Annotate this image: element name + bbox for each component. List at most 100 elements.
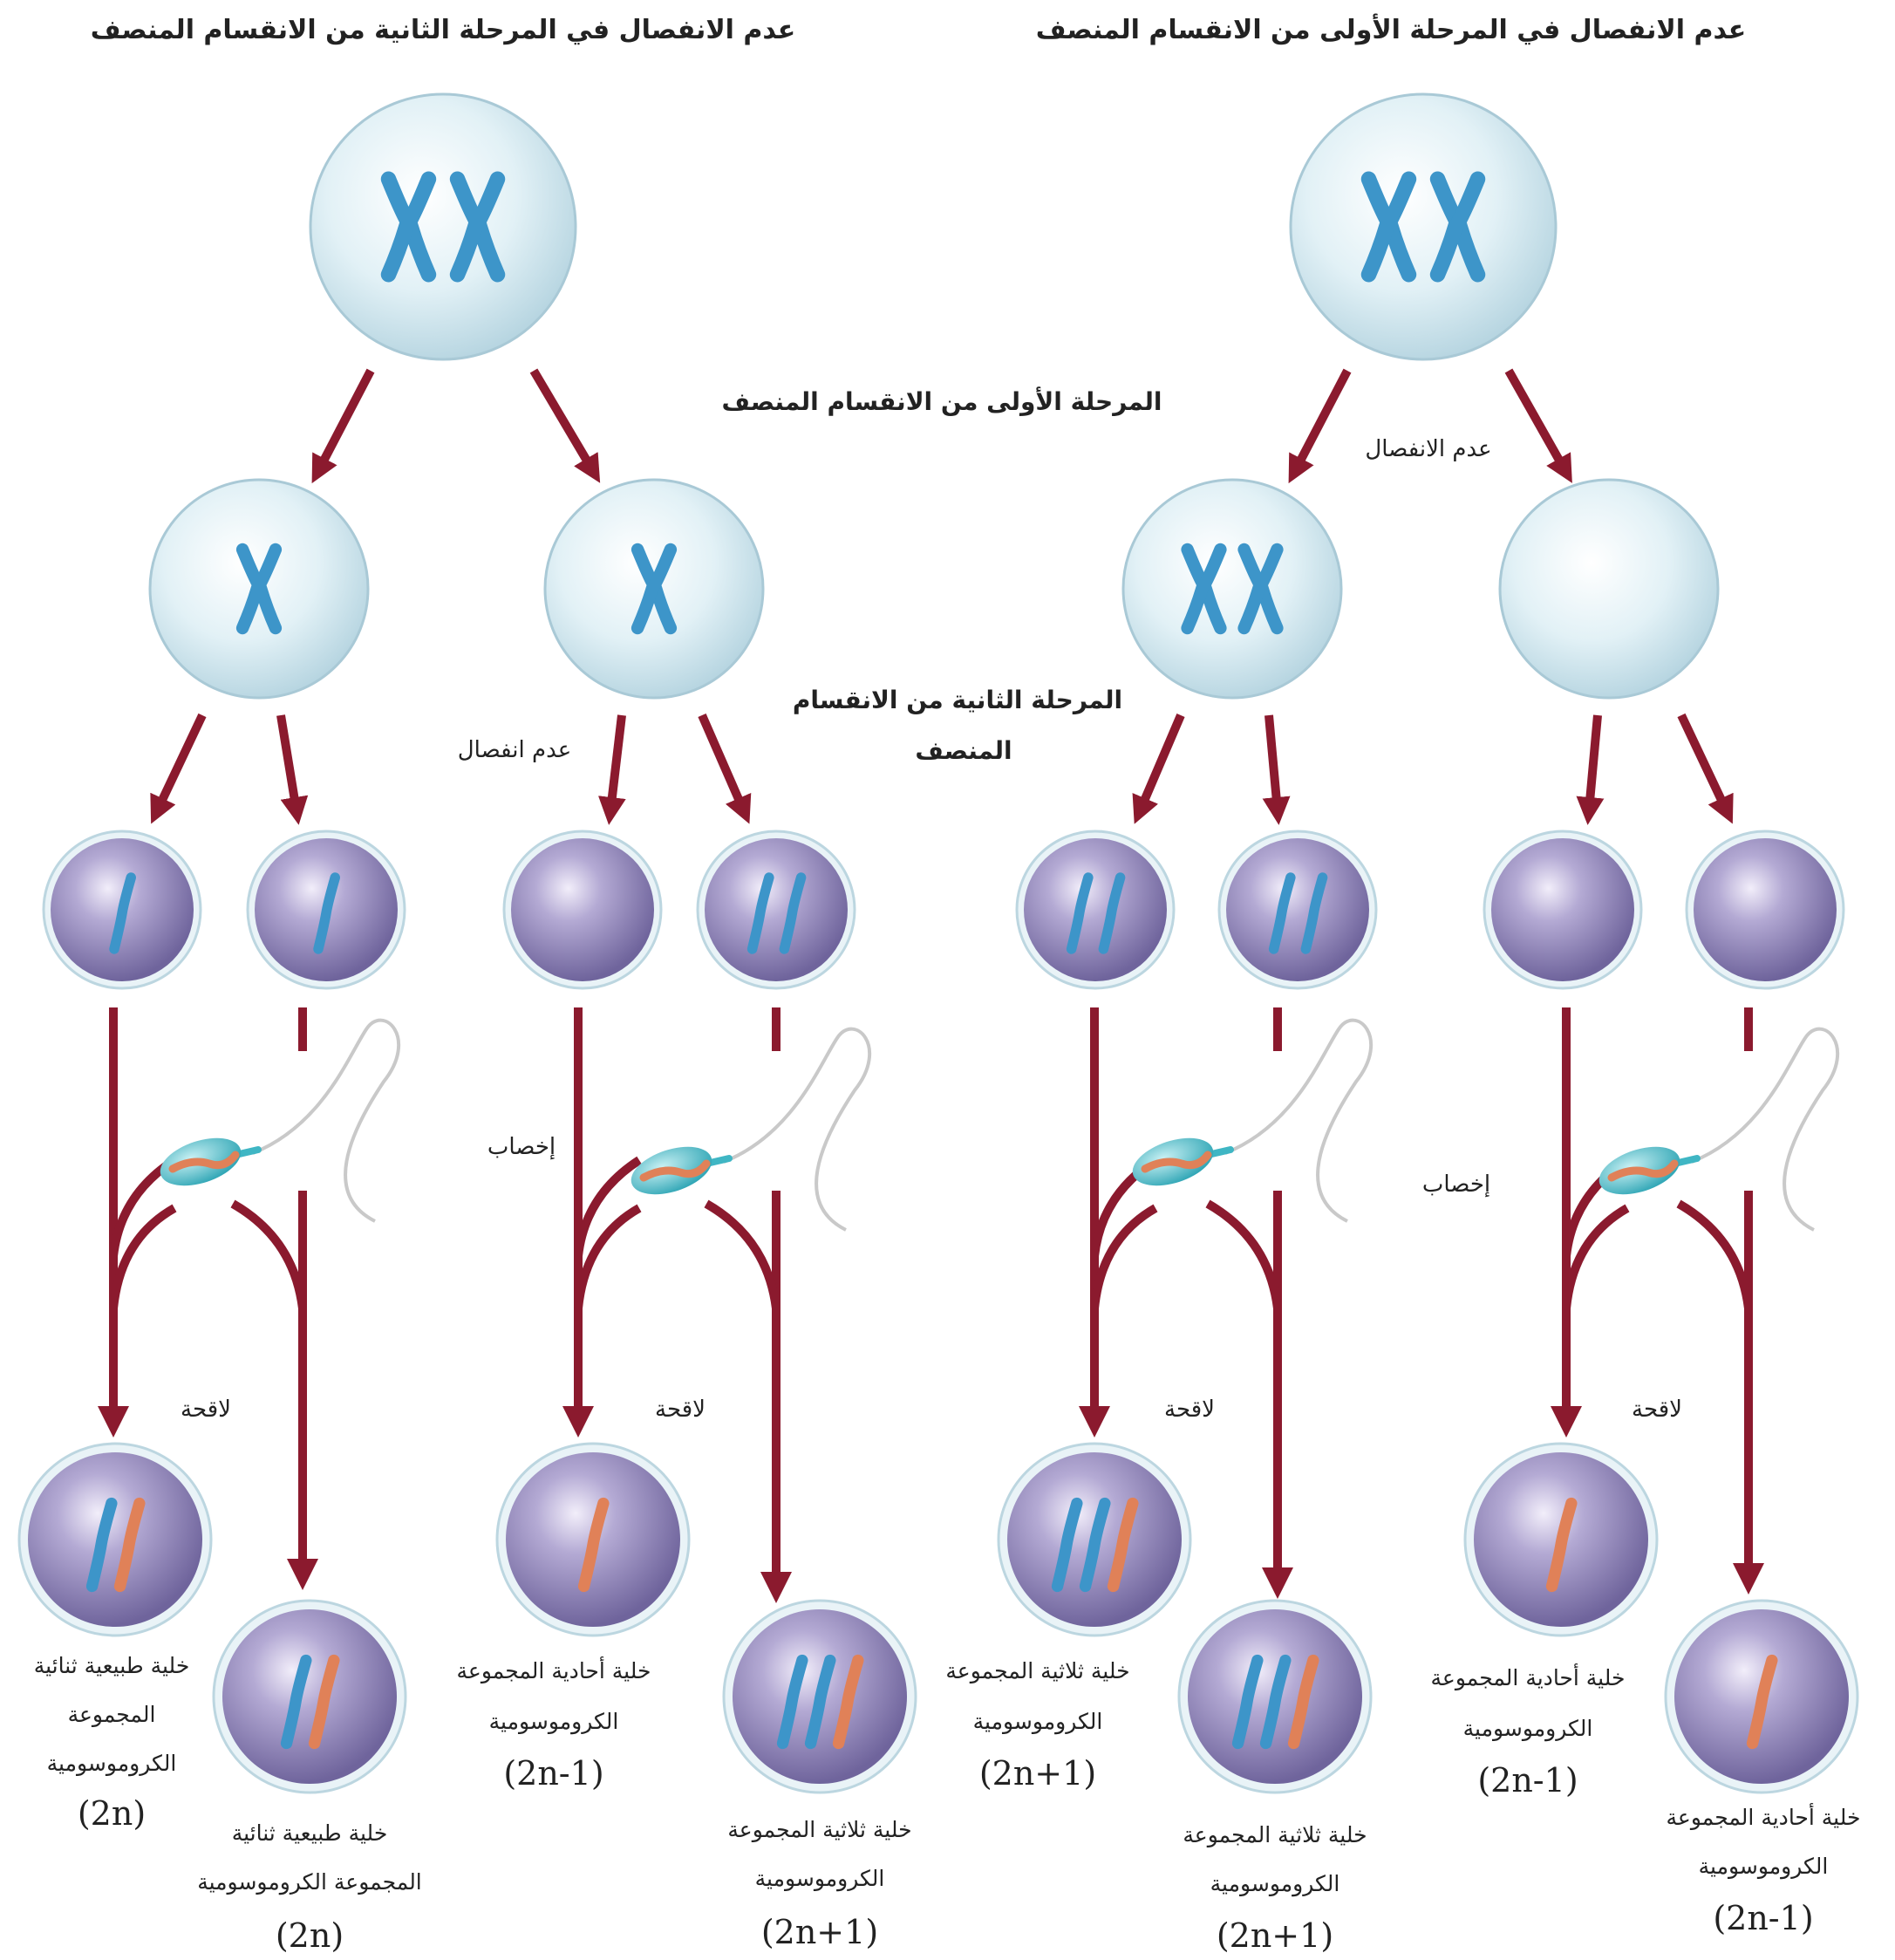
- sperm-1: [154, 1021, 399, 1221]
- zygote-6: [1179, 1601, 1371, 1793]
- parent-cell-left: [310, 94, 576, 359]
- arrow-m2-3a: [1140, 715, 1181, 811]
- sperm-path: [706, 1204, 776, 1308]
- result-7-formula: (2n-1): [1477, 1761, 1578, 1800]
- arrow-m2-1a: [157, 715, 202, 811]
- label-zygote-4: لاقحة: [1632, 1397, 1682, 1423]
- result-label-4: خلية ثلاثية المجموعة الكروموسومية (2n+1): [727, 1817, 911, 1951]
- result-8-line1: خلية أحادية المجموعة: [1667, 1802, 1861, 1830]
- gamete-4: [698, 831, 855, 988]
- zygote-3: [497, 1444, 689, 1636]
- parent-cell-right: [1291, 94, 1556, 359]
- zygote-cytoplasm: [222, 1609, 397, 1784]
- title-meiosis2-nondisjunction: عدم الانفصال في المرحلة الثانية من الانق…: [91, 15, 795, 45]
- cell-membrane: [1123, 480, 1341, 698]
- sperm-tail: [724, 1029, 869, 1230]
- result-5-line1: خلية ثلاثية المجموعة: [945, 1658, 1129, 1683]
- result-2-line1: خلية طبيعية ثنائية: [232, 1820, 388, 1846]
- cell-membrane: [1500, 480, 1718, 698]
- secondary-cell-2: [545, 480, 763, 698]
- gamete-7: [1484, 831, 1641, 988]
- arrow-m2-2b: [702, 715, 744, 811]
- gamete-3: [504, 831, 661, 988]
- result-1-line1: خلية طبيعية ثنائية: [34, 1653, 190, 1678]
- label-zygote-3: لاقحة: [1164, 1397, 1215, 1423]
- label-fertilization-right: إخصاب: [1422, 1171, 1490, 1198]
- gamete-cytoplasm: [1226, 838, 1369, 981]
- arrow-m1-right-b: [1509, 371, 1565, 471]
- zygote-2: [214, 1601, 406, 1793]
- secondary-cell-3: [1123, 480, 1341, 698]
- sperm-path: [578, 1160, 639, 1256]
- result-2-line2: المجموعة الكروموسومية: [197, 1869, 422, 1895]
- secondary-cell-4: [1500, 480, 1718, 698]
- result-label-1: خلية طبيعية ثنائية المجموعة الكروموسومية…: [34, 1653, 190, 1833]
- result-3-line2: الكروموسومية: [489, 1709, 619, 1735]
- result-label-3: خلية أحادية المجموعة الكروموسومية (2n-1): [457, 1656, 651, 1793]
- label-nondisjunction-meiosis2: عدم انفصال: [458, 737, 572, 763]
- arrow-m1-left-b: [534, 371, 593, 471]
- gamete-cytoplasm: [1694, 838, 1837, 981]
- arrow-m2-2a: [610, 715, 622, 811]
- label-nondisjunction-meiosis1: عدم الانفصال: [1365, 436, 1491, 462]
- label-meiosis2-phase-cont: المنصف: [915, 736, 1012, 765]
- label-fertilization-left: إخصاب: [487, 1134, 556, 1160]
- result-1-formula: (2n): [78, 1794, 146, 1833]
- sperm-path: [1208, 1204, 1278, 1308]
- gamete-6: [1219, 831, 1376, 988]
- sperm-tail: [1692, 1029, 1837, 1230]
- label-meiosis2-phase: المرحلة الثانية من الانقسام: [793, 686, 1122, 714]
- sperm-3: [1127, 1021, 1371, 1221]
- gamete-2: [248, 831, 405, 988]
- gamete-cytoplasm: [511, 838, 654, 981]
- result-6-line2: الكروموسومية: [1210, 1871, 1340, 1897]
- result-7-line1: خلية أحادية المجموعة: [1431, 1663, 1626, 1690]
- cell-membrane: [1291, 94, 1556, 359]
- label-meiosis1-phase: المرحلة الأولى من الانقسام المنصف: [722, 386, 1162, 416]
- arrow-m2-1b: [281, 715, 297, 811]
- result-8-formula: (2n-1): [1713, 1899, 1813, 1937]
- cell-membrane: [310, 94, 576, 359]
- result-4-formula: (2n+1): [761, 1913, 878, 1951]
- title-meiosis1-nondisjunction: عدم الانفصال في المرحلة الأولى من الانقس…: [1036, 13, 1747, 45]
- label-zygote-2: لاقحة: [655, 1397, 706, 1423]
- secondary-cell-1: [150, 480, 368, 698]
- result-6-formula: (2n+1): [1217, 1916, 1333, 1955]
- zygote-1: [19, 1444, 211, 1636]
- result-2-formula: (2n): [276, 1916, 344, 1955]
- result-4-line2: الكروموسومية: [755, 1866, 885, 1892]
- result-1-line3: الكروموسومية: [47, 1751, 177, 1777]
- arrow-m2-3b: [1269, 715, 1278, 811]
- result-3-formula: (2n-1): [503, 1754, 603, 1793]
- gamete-cytoplasm: [705, 838, 848, 981]
- zygote-8: [1666, 1601, 1858, 1793]
- sperm-tail: [1225, 1021, 1371, 1221]
- sperm-path: [1679, 1204, 1748, 1308]
- gamete-cytoplasm: [1024, 838, 1167, 981]
- zygote-cytoplasm: [28, 1452, 202, 1627]
- result-label-7: خلية أحادية المجموعة الكروموسومية (2n-1): [1431, 1663, 1626, 1800]
- result-7-line2: الكروموسومية: [1463, 1716, 1593, 1742]
- result-1-line2: المجموعة: [68, 1702, 156, 1727]
- arrow-m1-right-a: [1295, 371, 1347, 471]
- result-8-line2: الكروموسومية: [1699, 1854, 1829, 1880]
- result-label-2: خلية طبيعية ثنائية المجموعة الكروموسومية…: [197, 1820, 422, 1955]
- result-label-8: خلية أحادية المجموعة الكروموسومية (2n-1): [1667, 1802, 1861, 1937]
- zygote-4: [724, 1601, 916, 1793]
- sperm-4: [1593, 1029, 1837, 1230]
- label-zygote-1: لاقحة: [181, 1397, 231, 1423]
- result-6-line1: خلية ثلاثية المجموعة: [1183, 1822, 1367, 1847]
- arrow-m2-4a: [1589, 715, 1598, 811]
- gamete-8: [1687, 831, 1844, 988]
- result-label-6: خلية ثلاثية المجموعة الكروموسومية (2n+1): [1183, 1822, 1367, 1955]
- arrow-m1-left-a: [318, 371, 371, 471]
- result-5-line2: الكروموسومية: [973, 1709, 1103, 1735]
- result-5-formula: (2n+1): [979, 1754, 1096, 1793]
- sperm-2: [625, 1029, 869, 1230]
- result-4-line1: خلية ثلاثية المجموعة: [727, 1817, 911, 1842]
- zygote-5: [999, 1444, 1190, 1636]
- sperm-path: [233, 1204, 303, 1308]
- gamete-cytoplasm: [1491, 838, 1634, 981]
- arrow-m2-4b: [1681, 715, 1727, 811]
